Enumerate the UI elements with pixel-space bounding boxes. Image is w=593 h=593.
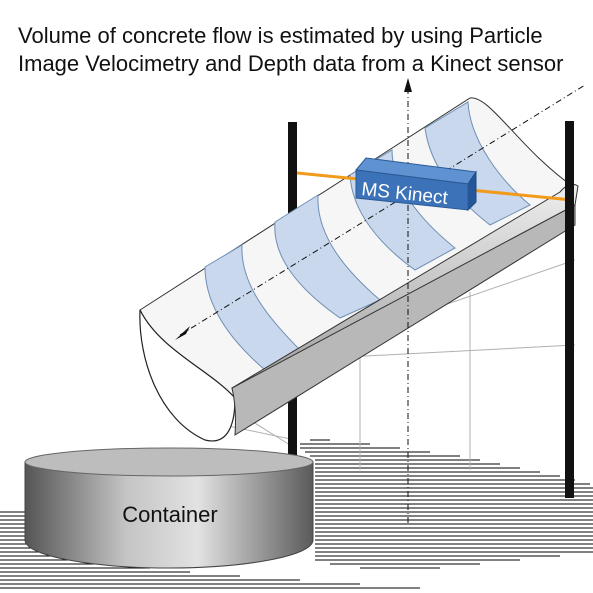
caption-line-1: Volume of concrete flow is estimated by … <box>18 23 543 48</box>
caption-line-2: Image Velocimetry and Depth data from a … <box>18 51 564 76</box>
front-support-post <box>565 121 574 498</box>
flow-direction-arrowhead <box>175 326 190 340</box>
container-top <box>24 447 314 477</box>
concrete-chute <box>139 97 579 442</box>
container-body <box>24 461 314 569</box>
container: Container <box>24 447 314 569</box>
diagram-caption: Volume of concrete flow is estimated by … <box>18 22 588 78</box>
kinect-front-face <box>355 169 469 211</box>
chute-front-wall <box>139 309 236 442</box>
flow-direction-axis <box>179 84 586 336</box>
kinect-sensor: MS Kinect <box>355 157 477 212</box>
container-label: Container <box>122 502 217 527</box>
vertical-axis-arrowhead <box>404 78 412 92</box>
